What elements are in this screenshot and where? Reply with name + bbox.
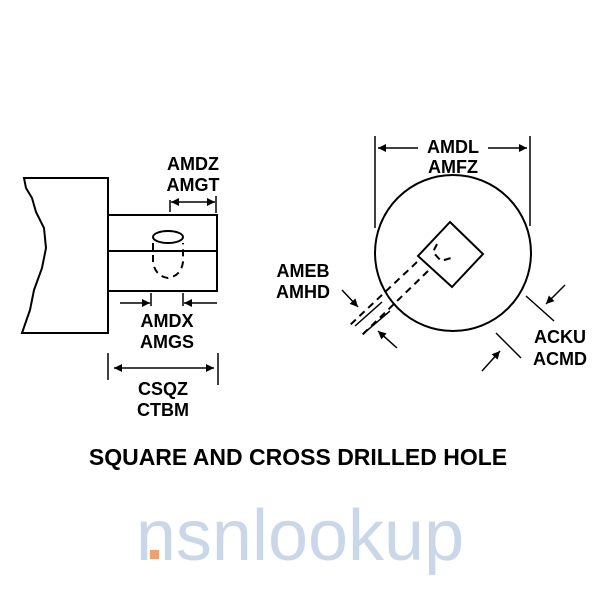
round-part — [374, 174, 532, 332]
label-acku: ACKU — [534, 327, 586, 347]
square-hole-hidden — [431, 243, 452, 263]
diagram-title: SQUARE AND CROSS DRILLED HOLE — [89, 444, 507, 470]
dim-acku-arrow-2 — [481, 350, 501, 372]
label-ctbm: CTBM — [137, 400, 189, 420]
label-amgs: AMGS — [140, 332, 194, 352]
base-part-outline — [20, 177, 109, 334]
dim-acku-arrow — [545, 284, 566, 305]
label-acmd: ACMD — [533, 349, 587, 369]
label-ameb: AMEB — [277, 261, 330, 281]
label-amfz: AMFZ — [428, 157, 478, 177]
dim-ameb-arrow — [341, 289, 359, 308]
watermark-dot — [150, 550, 159, 559]
dim-ext — [525, 295, 555, 322]
label-amdl: AMDL — [427, 137, 479, 157]
cross-hole-hidden-upper — [349, 261, 418, 326]
watermark: nsnlookup — [136, 496, 464, 576]
label-amhd: AMHD — [276, 282, 330, 302]
cross-hole-hidden-lower — [361, 270, 429, 336]
label-amgt: AMGT — [167, 175, 220, 195]
hole-top — [152, 230, 184, 244]
square-hole — [416, 220, 485, 289]
label-amdz: AMDZ — [167, 154, 219, 174]
watermark-text: nsnlookup — [136, 496, 464, 576]
dim-ext — [354, 301, 383, 327]
label-csqz: CSQZ — [138, 379, 188, 399]
hole-hidden-lines — [152, 243, 184, 280]
label-amdx: AMDX — [141, 311, 194, 331]
dim-ext — [495, 332, 522, 359]
dim-ameb-arrow-2 — [377, 330, 398, 349]
square-bar — [107, 214, 218, 292]
dim-ext — [362, 310, 391, 335]
